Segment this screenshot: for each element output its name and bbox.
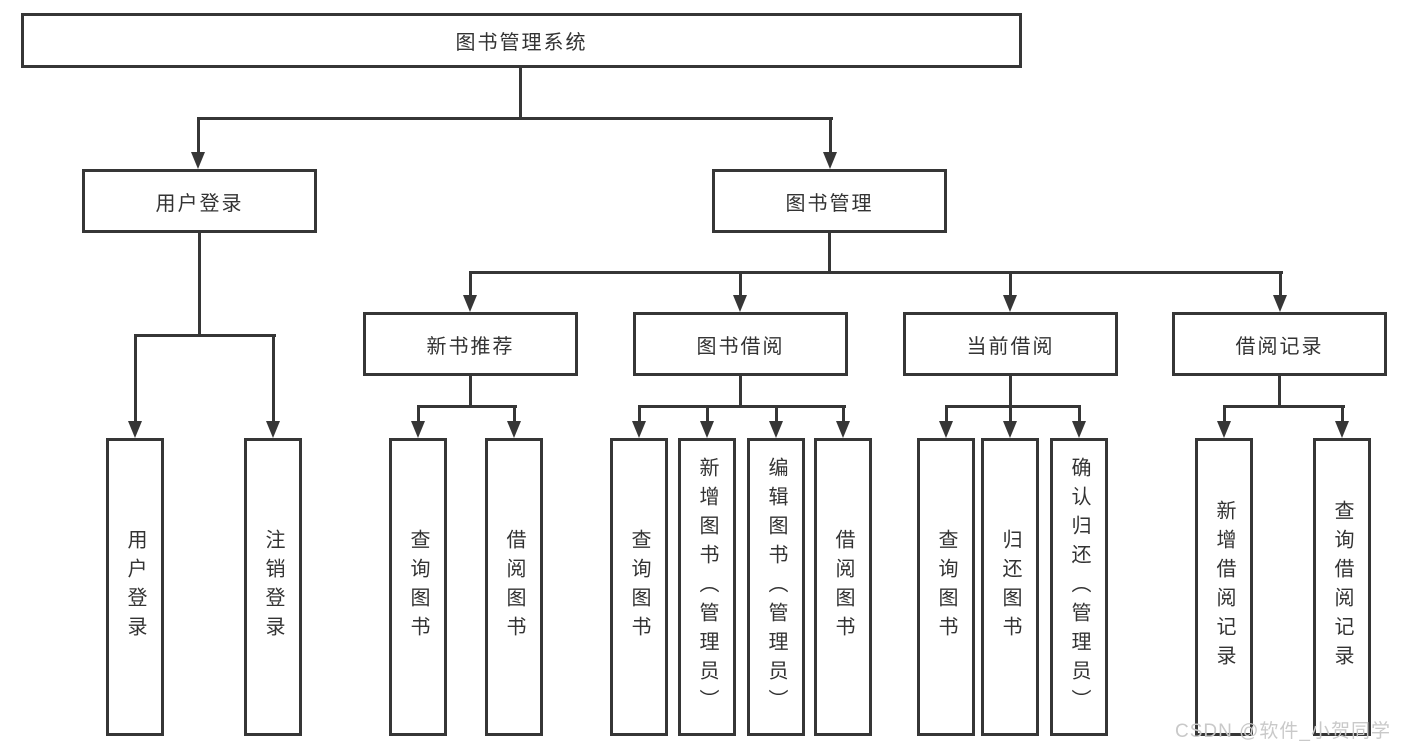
arrow-down-icon — [1273, 295, 1287, 312]
connector-stem — [469, 376, 472, 406]
connector-book-mgmt-drop — [829, 118, 832, 154]
connector-drop — [706, 406, 709, 424]
connector-drop — [842, 406, 845, 424]
connector-drop — [1341, 406, 1344, 424]
connector-user-login-branch — [134, 334, 276, 337]
connector-drop — [1223, 406, 1226, 424]
connector-branch — [945, 405, 1081, 408]
leaf-label: 借阅图书 — [832, 529, 854, 645]
node-logout: 注销登录 — [244, 438, 302, 736]
arrow-down-icon — [1003, 295, 1017, 312]
connector-level3-branch — [469, 271, 1283, 274]
node-library-system: 图书管理系统 — [21, 13, 1022, 68]
arrow-down-icon — [191, 152, 205, 169]
node-borrow-records: 借阅记录 — [1172, 312, 1387, 376]
node-book-borrow: 图书借阅 — [633, 312, 848, 376]
node-query-books-recommend: 查询图书 — [389, 438, 447, 736]
node-user-login-leaf: 用户登录 — [106, 438, 164, 736]
connector-drop — [272, 335, 275, 423]
connector-stem — [739, 376, 742, 406]
node-add-borrow-record: 新增借阅记录 — [1195, 438, 1253, 736]
node-edit-book-admin: 编辑图书（管理员） — [747, 438, 805, 736]
arrow-down-icon — [1072, 421, 1086, 438]
arrow-down-icon — [823, 152, 837, 169]
connector-book-mgmt-stem — [828, 233, 831, 272]
arrow-down-icon — [632, 421, 646, 438]
leaf-label: 归还图书 — [999, 529, 1021, 645]
leaf-label: 确认归还（管理员） — [1068, 456, 1090, 718]
arrow-down-icon — [507, 421, 521, 438]
connector-level2-branch — [197, 117, 833, 120]
node-add-book-admin: 新增图书（管理员） — [678, 438, 736, 736]
arrow-down-icon — [128, 421, 142, 438]
arrow-down-icon — [733, 295, 747, 312]
connector-stem — [1009, 376, 1012, 406]
leaf-label: 查询图书 — [935, 529, 957, 645]
connector-drop — [739, 272, 742, 296]
arrow-down-icon — [411, 421, 425, 438]
connector-drop — [945, 406, 948, 424]
connector-drop — [134, 335, 137, 423]
node-book-management: 图书管理 — [712, 169, 947, 233]
connector-user-login-stem — [198, 233, 201, 335]
connector-drop — [513, 406, 516, 424]
leaf-label: 借阅图书 — [503, 529, 525, 645]
csdn-watermark: CSDN @软件_小贺同学 — [1175, 721, 1391, 742]
node-current-borrow: 当前借阅 — [903, 312, 1118, 376]
connector-branch — [638, 405, 846, 408]
connector-drop — [1009, 406, 1012, 424]
connector-branch — [1223, 405, 1345, 408]
node-confirm-return-admin: 确认归还（管理员） — [1050, 438, 1108, 736]
connector-drop — [775, 406, 778, 424]
leaf-label: 查询借阅记录 — [1331, 500, 1353, 674]
arrow-down-icon — [769, 421, 783, 438]
node-borrow-books-recommend: 借阅图书 — [485, 438, 543, 736]
node-new-book-recommend: 新书推荐 — [363, 312, 578, 376]
connector-stem — [1278, 376, 1281, 406]
connector-drop — [417, 406, 420, 424]
connector-drop — [1279, 272, 1282, 296]
leaf-label: 查询图书 — [407, 529, 429, 645]
connector-user-login-drop — [197, 118, 200, 154]
connector-root-stem — [519, 68, 522, 118]
leaf-label: 注销登录 — [262, 529, 284, 645]
leaf-label: 查询图书 — [628, 529, 650, 645]
node-user-login: 用户登录 — [82, 169, 317, 233]
node-borrow-books: 借阅图书 — [814, 438, 872, 736]
connector-drop — [638, 406, 641, 424]
leaf-label: 新增图书（管理员） — [696, 456, 718, 718]
connector-branch — [417, 405, 517, 408]
arrow-down-icon — [463, 295, 477, 312]
node-query-books-borrow: 查询图书 — [610, 438, 668, 736]
arrow-down-icon — [1003, 421, 1017, 438]
connector-drop — [1078, 406, 1081, 424]
leaf-label: 新增借阅记录 — [1213, 500, 1235, 674]
connector-drop — [469, 272, 472, 296]
node-return-books: 归还图书 — [981, 438, 1039, 736]
arrow-down-icon — [266, 421, 280, 438]
node-query-books-current: 查询图书 — [917, 438, 975, 736]
leaf-label: 编辑图书（管理员） — [765, 456, 787, 718]
node-query-borrow-record: 查询借阅记录 — [1313, 438, 1371, 736]
arrow-down-icon — [836, 421, 850, 438]
arrow-down-icon — [1217, 421, 1231, 438]
arrow-down-icon — [939, 421, 953, 438]
connector-drop — [1009, 272, 1012, 296]
arrow-down-icon — [1335, 421, 1349, 438]
arrow-down-icon — [700, 421, 714, 438]
leaf-label: 用户登录 — [124, 529, 146, 645]
